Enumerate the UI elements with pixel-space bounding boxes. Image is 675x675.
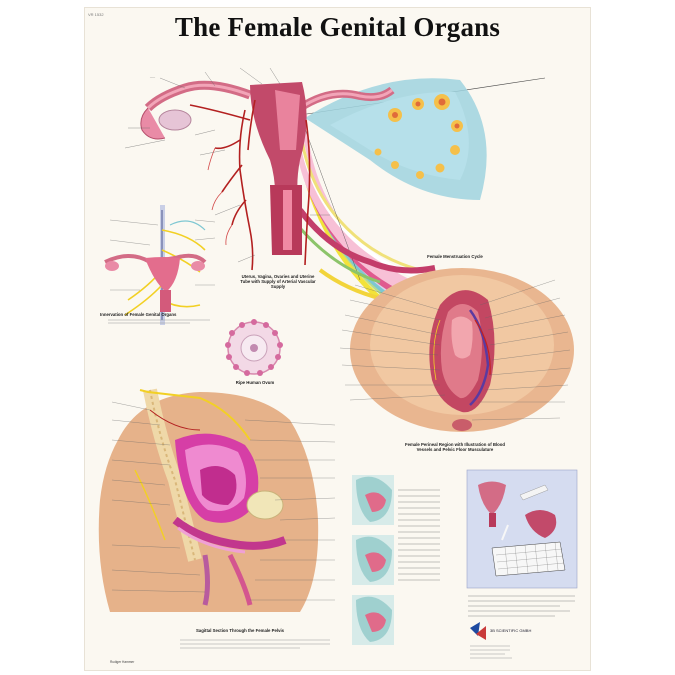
3b-scientific-logo (470, 622, 486, 640)
uterus-caption: Uterus, Vagina, Ovaries and Uterine Tube… (240, 274, 316, 289)
cross-section-2 (352, 535, 394, 585)
pelvic-cross-section-series (352, 475, 440, 645)
cross-section-3 (352, 595, 394, 645)
innervation-caption: Innervation of Female Genital Organs (100, 312, 177, 317)
uterus-vascular-illustration: ___ (124, 67, 395, 271)
poster-title: The Female Genital Organs (174, 12, 501, 42)
svg-text:___: ___ (149, 74, 155, 78)
inset-panel (466, 469, 578, 617)
cycle-caption: Female Menstruation Cycle (427, 254, 483, 259)
ovum-caption: Ripe Human Ovum (235, 380, 275, 385)
author-credit: Rudiger Hammer (110, 660, 135, 664)
sagittal-caption: Sagittal Section Through the Female Pelv… (195, 628, 285, 633)
innervation-illustration (104, 205, 216, 325)
brand-name: 3B SCIENTIFIC GMBH (490, 628, 532, 633)
ripe-ovum-illustration (225, 319, 283, 376)
poster-code: VR 1532 (88, 12, 104, 17)
perineal-region-illustration (339, 268, 574, 432)
perineal-caption: Female Perineal Region with Illustration… (404, 442, 506, 452)
cross-section-1 (352, 475, 394, 525)
sagittal-section-illustration (98, 388, 336, 612)
